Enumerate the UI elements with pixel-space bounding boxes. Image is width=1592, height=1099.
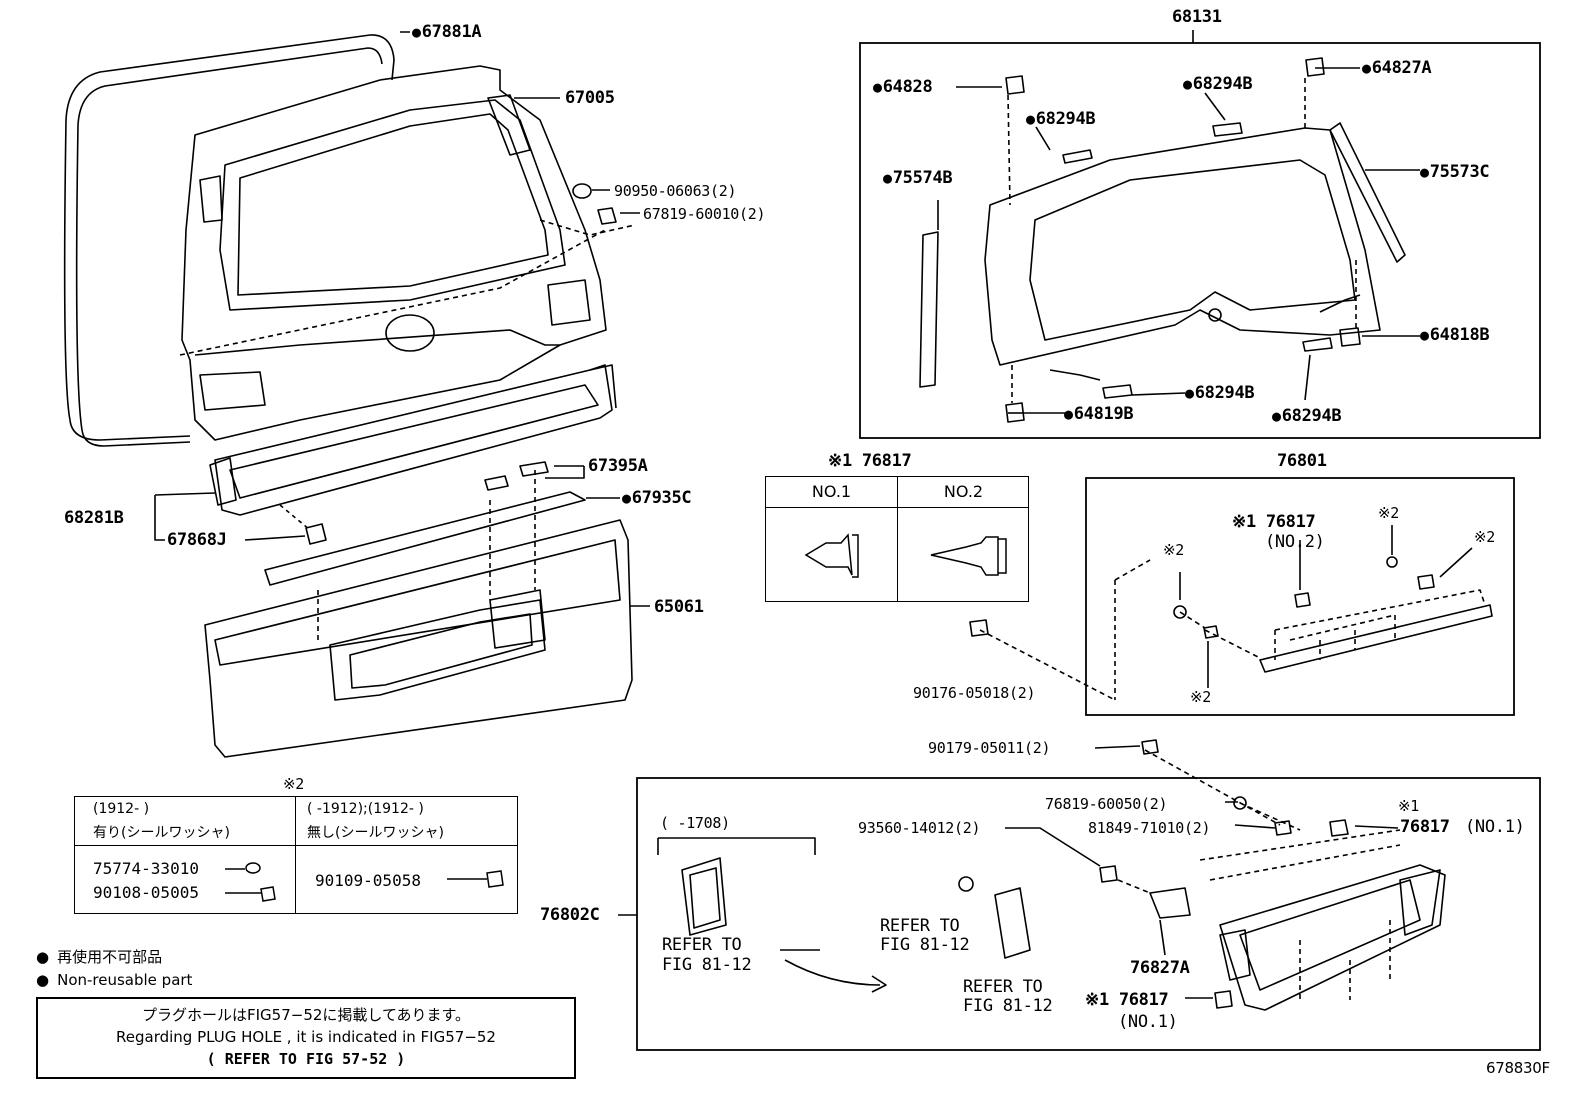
washer-table: (1912- ) 有り(シールワッシャ) ( -1912);(1912- ) 無…	[74, 796, 518, 914]
washer-h2a: ( -1912);(1912- )	[307, 801, 424, 817]
label-75573C: 75573C	[1420, 162, 1490, 182]
label-76827A: 76827A	[1130, 958, 1190, 978]
clip-table-col2: NO.2	[943, 482, 984, 501]
moulding-75574B	[919, 231, 939, 388]
license-garnish-76802C	[1219, 864, 1446, 1011]
panel-65061	[204, 519, 633, 758]
weatherstrip-67881A	[63, 34, 395, 421]
label-67868J: 67868J	[167, 530, 227, 550]
garnish-68281B	[214, 364, 613, 516]
label-64819B: 64819B	[1064, 404, 1134, 424]
label-76817-no2: ※1 76817	[1232, 512, 1316, 532]
box-76802C	[636, 777, 1541, 1051]
label-75574B: 75574B	[883, 168, 953, 188]
clip-no1-icon	[804, 533, 859, 578]
washer-r1a: 75774-33010	[93, 859, 199, 878]
back-door-67005	[181, 65, 607, 441]
refer-2-line2: FIG 81-12	[880, 935, 970, 955]
legend-jp: ●再使用不可部品	[36, 948, 163, 966]
lamp-left	[681, 857, 727, 936]
label-67819-60010: 67819-60010(2)	[643, 205, 766, 223]
weatherstrip-67881A-inner	[75, 47, 383, 431]
mark-2-d: ※2	[1190, 688, 1211, 706]
note-line3: ( REFER TO FIG 57-52 )	[206, 1050, 406, 1068]
moulding-75573C	[1329, 122, 1406, 263]
washer-h2b: 無し(シールワッシャ)	[307, 825, 444, 841]
range-1708: ( -1708)	[660, 814, 730, 832]
washer-h1a: (1912- )	[93, 801, 150, 817]
label-64818B: 64818B	[1420, 325, 1490, 345]
label-76817-no1-right: 76817	[1400, 817, 1450, 837]
label-76802C: 76802C	[540, 905, 600, 925]
note-line1: プラグホールはFIG57−52に掲載してあります。	[141, 1006, 471, 1024]
clip-table: NO.1 NO.2	[765, 476, 1029, 602]
lamp-right	[994, 887, 1031, 959]
legend-en: ●Non-reusable part	[36, 971, 193, 989]
label-67005: 67005	[565, 88, 615, 108]
note-line2: Regarding PLUG HOLE , it is indicated in…	[116, 1028, 496, 1046]
spoiler-76801	[1259, 604, 1493, 673]
label-68294B-bottom: 68294B	[1185, 383, 1255, 403]
bolt-icon	[447, 870, 504, 888]
label-68294B-top: 68294B	[1183, 74, 1253, 94]
label-76817-no1-bottom-sub: (NO.1)	[1118, 1012, 1178, 1032]
label-93560-14012: 93560-14012(2)	[858, 819, 981, 837]
label-76801: 76801	[1277, 451, 1327, 471]
back-glass-68131	[984, 127, 1381, 366]
mark-2-c: ※2	[1474, 528, 1495, 546]
figure-code: 678830F	[1486, 1059, 1550, 1077]
label-76817-no2-sub: (NO.2)	[1265, 532, 1325, 552]
label-76819-60050: 76819-60050(2)	[1045, 795, 1168, 813]
label-68131: 68131	[1172, 7, 1222, 27]
label-90950-06063: 90950-06063(2)	[614, 182, 737, 200]
label-clip1-mark: ※1	[1398, 797, 1419, 815]
clip-table-col1: NO.1	[811, 482, 852, 501]
refer-1-line1: REFER TO	[662, 935, 742, 955]
plug-hole-note: プラグホールはFIG57−52に掲載してあります。 Regarding PLUG…	[36, 997, 576, 1079]
washer-icon	[225, 862, 276, 902]
moulding-67935C	[264, 491, 586, 586]
washer-table-mark: ※2	[283, 775, 304, 793]
refer-3-line1: REFER TO	[963, 977, 1043, 997]
mark-2-a: ※2	[1163, 541, 1184, 559]
label-67881A: 67881A	[412, 22, 482, 42]
label-67395A: 67395A	[588, 456, 648, 476]
label-64827A: 64827A	[1362, 58, 1432, 78]
label-76817-no1-right-sub: (NO.1)	[1465, 817, 1525, 837]
washer-r2: 90109-05058	[315, 871, 421, 890]
box-76801	[1085, 477, 1515, 716]
clip-table-title: ※1 76817	[828, 451, 912, 471]
label-68294B-left: 68294B	[1026, 109, 1096, 129]
box-68131	[859, 42, 1541, 439]
refer-2-line1: REFER TO	[880, 916, 960, 936]
label-67935C: 67935C	[622, 488, 692, 508]
label-65061: 65061	[654, 597, 704, 617]
refer-3-line2: FIG 81-12	[963, 996, 1053, 1016]
label-68294B-right: 68294B	[1272, 406, 1342, 426]
washer-h1b: 有り(シールワッシャ)	[93, 825, 230, 841]
label-81849-71010: 81849-71010(2)	[1088, 819, 1211, 837]
mark-2-b: ※2	[1378, 504, 1399, 522]
washer-r1b: 90108-05005	[93, 883, 199, 902]
label-68281B: 68281B	[64, 508, 124, 528]
label-90179-05011: 90179-05011(2)	[928, 739, 1051, 757]
label-64828: 64828	[873, 77, 933, 97]
clip-no2-icon	[930, 536, 1007, 576]
label-90176-05018: 90176-05018(2)	[913, 684, 1036, 702]
refer-1-line2: FIG 81-12	[662, 955, 752, 975]
label-76817-no1-bottom: ※1 76817	[1085, 990, 1169, 1010]
